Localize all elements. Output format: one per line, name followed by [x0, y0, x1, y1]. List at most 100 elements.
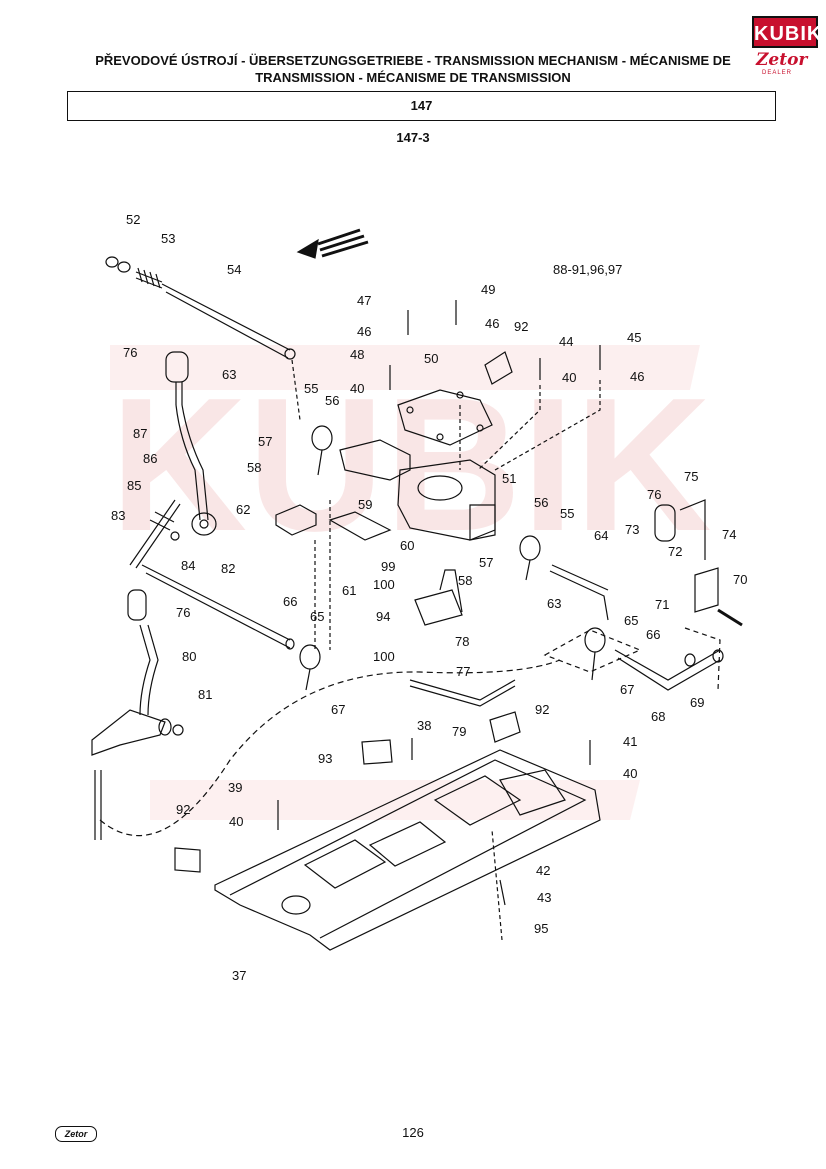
- callout: 46: [485, 316, 499, 331]
- callout: 64: [594, 528, 608, 543]
- knob-76-right: [654, 504, 676, 542]
- callout: 74: [722, 527, 736, 542]
- callout: 57: [479, 555, 493, 570]
- callout: 42: [536, 863, 550, 878]
- callout: 40: [350, 381, 364, 396]
- callout: 100: [373, 649, 395, 664]
- gasket-60: [328, 511, 392, 541]
- callout: 52: [126, 212, 140, 227]
- callout: 41: [623, 734, 637, 749]
- callout: 66: [283, 594, 297, 609]
- callout: 94: [376, 609, 390, 624]
- callout: 83: [111, 508, 125, 523]
- callout: 56: [534, 495, 548, 510]
- callout: 78: [455, 634, 469, 649]
- callout: 92: [514, 319, 528, 334]
- callout: 68: [651, 709, 665, 724]
- base-plate: [214, 749, 601, 951]
- watermark: KUBIK: [110, 345, 712, 820]
- page-number: 126: [402, 1125, 424, 1140]
- group-number-box: 147: [67, 91, 776, 121]
- callout: 87: [133, 426, 147, 441]
- callout: 70: [733, 572, 747, 587]
- callout: 49: [481, 282, 495, 297]
- callout: 99: [381, 559, 395, 574]
- callout: 79: [452, 724, 466, 739]
- callout: 62: [236, 502, 250, 517]
- cover-plate: [397, 389, 493, 446]
- callout: 86: [143, 451, 157, 466]
- callout: 53: [161, 231, 175, 246]
- callout: 46: [357, 324, 371, 339]
- linkage-arm: [129, 499, 181, 569]
- callout: 40: [623, 766, 637, 781]
- lever-68: [614, 649, 721, 691]
- callout: 39: [228, 780, 242, 795]
- callout: 63: [222, 367, 236, 382]
- callout: 45: [627, 330, 641, 345]
- callout: 73: [625, 522, 639, 537]
- callout: 92: [535, 702, 549, 717]
- callout: 71: [655, 597, 669, 612]
- callout: 57: [258, 434, 272, 449]
- callout: 55: [560, 506, 574, 521]
- callout: 48: [350, 347, 364, 362]
- callout: 95: [534, 921, 548, 936]
- callout: 88-91,96,97: [553, 262, 622, 277]
- zetor-logo-text: Zetor: [756, 50, 808, 70]
- callout: 85: [127, 478, 141, 493]
- title-line-2: TRANSMISSION - MÉCANISME DE TRANSMISSION: [255, 70, 571, 85]
- shift-shaft: [105, 256, 296, 360]
- page-title: PŘEVODOVÉ ÚSTROJÍ - ÜBERSETZUNGSGETRIEBE…: [60, 52, 766, 86]
- callout: 54: [227, 262, 241, 277]
- callout: 38: [417, 718, 431, 733]
- callout: 81: [198, 687, 212, 702]
- selector-housing: [339, 439, 496, 541]
- shift-lever-upper: [165, 351, 217, 536]
- block-71: [694, 567, 719, 613]
- callout: 43: [537, 890, 551, 905]
- shift-lever-lower: [91, 589, 184, 756]
- bracket-78: [414, 569, 463, 626]
- callout: 60: [400, 538, 414, 553]
- dealer-logo-text: DEALER: [762, 70, 793, 76]
- callout: 67: [620, 682, 634, 697]
- callout: 76: [647, 487, 661, 502]
- callout: 84: [181, 558, 195, 573]
- callout: 76: [123, 345, 137, 360]
- title-line-1: PŘEVODOVÉ ÚSTROJÍ - ÜBERSETZUNGSGETRIEBE…: [95, 53, 731, 68]
- block-62: [275, 504, 317, 536]
- callout: 67: [331, 702, 345, 717]
- callout: 65: [624, 613, 638, 628]
- shaft-64: [549, 564, 609, 621]
- cable-79: [409, 679, 516, 707]
- callout: 76: [176, 605, 190, 620]
- callout: 44: [559, 334, 573, 349]
- callout: 77: [456, 664, 470, 679]
- watermark-text: KUBIK: [110, 359, 712, 571]
- zetor-footer-logo: Zetor: [55, 1126, 97, 1142]
- callout: 92: [176, 802, 190, 817]
- callout: 80: [182, 649, 196, 664]
- callout: 100: [373, 577, 395, 592]
- callout: 55: [304, 381, 318, 396]
- callout: 40: [562, 370, 576, 385]
- direction-arrow-icon: [296, 228, 369, 259]
- callout: 56: [325, 393, 339, 408]
- callout: 50: [424, 351, 438, 366]
- callout: 47: [357, 293, 371, 308]
- callout: 72: [668, 544, 682, 559]
- callout: 63: [547, 596, 561, 611]
- callout: 75: [684, 469, 698, 484]
- callout: 82: [221, 561, 235, 576]
- diagram-linework: [91, 228, 743, 951]
- callout: 58: [247, 460, 261, 475]
- callout: 40: [229, 814, 243, 829]
- callout: 66: [646, 627, 660, 642]
- kubik-logo-text: KUBIK: [752, 16, 821, 48]
- kubik-zetor-logo: KUBIK Zetor DEALER: [752, 10, 821, 76]
- callout: 93: [318, 751, 332, 766]
- callout: 37: [232, 968, 246, 983]
- callout: 59: [358, 497, 372, 512]
